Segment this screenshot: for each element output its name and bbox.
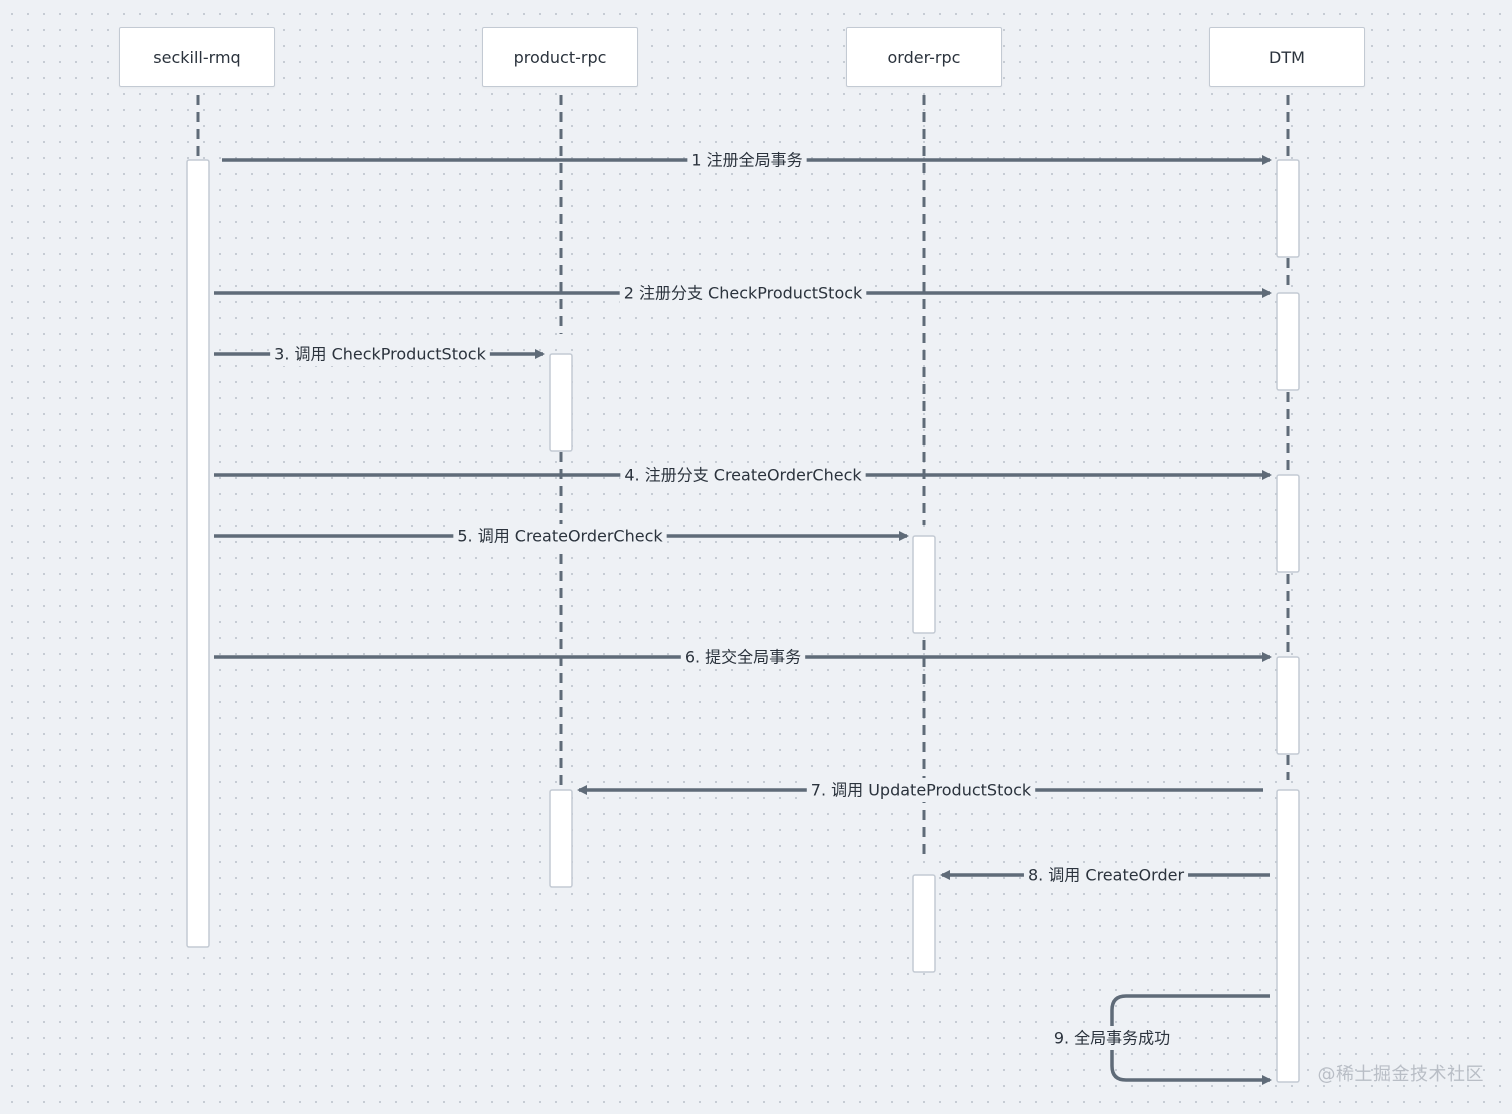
participant-order-rpc[interactable]: order-rpc bbox=[846, 27, 1002, 87]
message-6: 6. 提交全局事务 bbox=[214, 645, 1272, 669]
message-4-label: 4. 注册分支 CreateOrderCheck bbox=[624, 466, 862, 485]
participant-seckill-rmq[interactable]: seckill-rmq bbox=[119, 27, 275, 87]
message-2-label-bg bbox=[619, 281, 867, 305]
message-9-label-bg bbox=[1047, 1026, 1177, 1050]
activation-bar-dtm-2 bbox=[1276, 292, 1300, 391]
message-6-label-bg bbox=[680, 645, 806, 669]
message-8-label-bg bbox=[1023, 863, 1189, 887]
message-9: 9. 全局事务成功 bbox=[1047, 994, 1272, 1085]
message-5: 5. 调用 CreateOrderCheck bbox=[214, 524, 909, 548]
message-5-label-bg bbox=[453, 524, 667, 548]
message-5-label: 5. 调用 CreateOrderCheck bbox=[457, 527, 663, 546]
message-2-label: 2 注册分支 CheckProductStock bbox=[624, 284, 863, 303]
message-7: 7. 调用 UpdateProductStock bbox=[577, 778, 1263, 802]
message-4: 4. 注册分支 CreateOrderCheck bbox=[214, 463, 1272, 487]
activation-bar-order-9 bbox=[912, 874, 936, 973]
activation-bar-dtm-1 bbox=[1276, 159, 1300, 258]
activation-bar-product-7 bbox=[549, 789, 573, 888]
activation-bar-dtm-6 bbox=[1276, 656, 1300, 755]
message-1-label-bg bbox=[687, 148, 807, 172]
activation-bar-product-3 bbox=[549, 353, 573, 452]
message-2: 2 注册分支 CheckProductStock bbox=[214, 281, 1272, 305]
message-7-label: 7. 调用 UpdateProductStock bbox=[811, 781, 1032, 800]
message-8-label: 8. 调用 CreateOrder bbox=[1028, 866, 1184, 885]
participant-dtm[interactable]: DTM bbox=[1209, 27, 1365, 87]
participant-product-rpc[interactable]: product-rpc bbox=[482, 27, 638, 87]
message-1: 1 注册全局事务 bbox=[222, 148, 1272, 172]
message-3-label-bg bbox=[270, 342, 490, 366]
activation-bar-dtm-4 bbox=[1276, 474, 1300, 573]
activation-bar-order-5 bbox=[912, 535, 936, 634]
activation-bar-dtm-8 bbox=[1276, 789, 1300, 1083]
message-4-label-bg bbox=[620, 463, 866, 487]
watermark: @稀土掘金技术社区 bbox=[1317, 1064, 1484, 1085]
message-9-label: 9. 全局事务成功 bbox=[1054, 1029, 1170, 1048]
activation-bar-seckill-0 bbox=[186, 159, 210, 948]
message-3: 3. 调用 CheckProductStock bbox=[214, 342, 545, 366]
message-6-label: 6. 提交全局事务 bbox=[685, 648, 801, 667]
message-1-label: 1 注册全局事务 bbox=[691, 151, 802, 170]
message-3-label: 3. 调用 CheckProductStock bbox=[274, 345, 486, 364]
message-7-label-bg bbox=[806, 778, 1036, 802]
message-8: 8. 调用 CreateOrder bbox=[940, 863, 1270, 887]
